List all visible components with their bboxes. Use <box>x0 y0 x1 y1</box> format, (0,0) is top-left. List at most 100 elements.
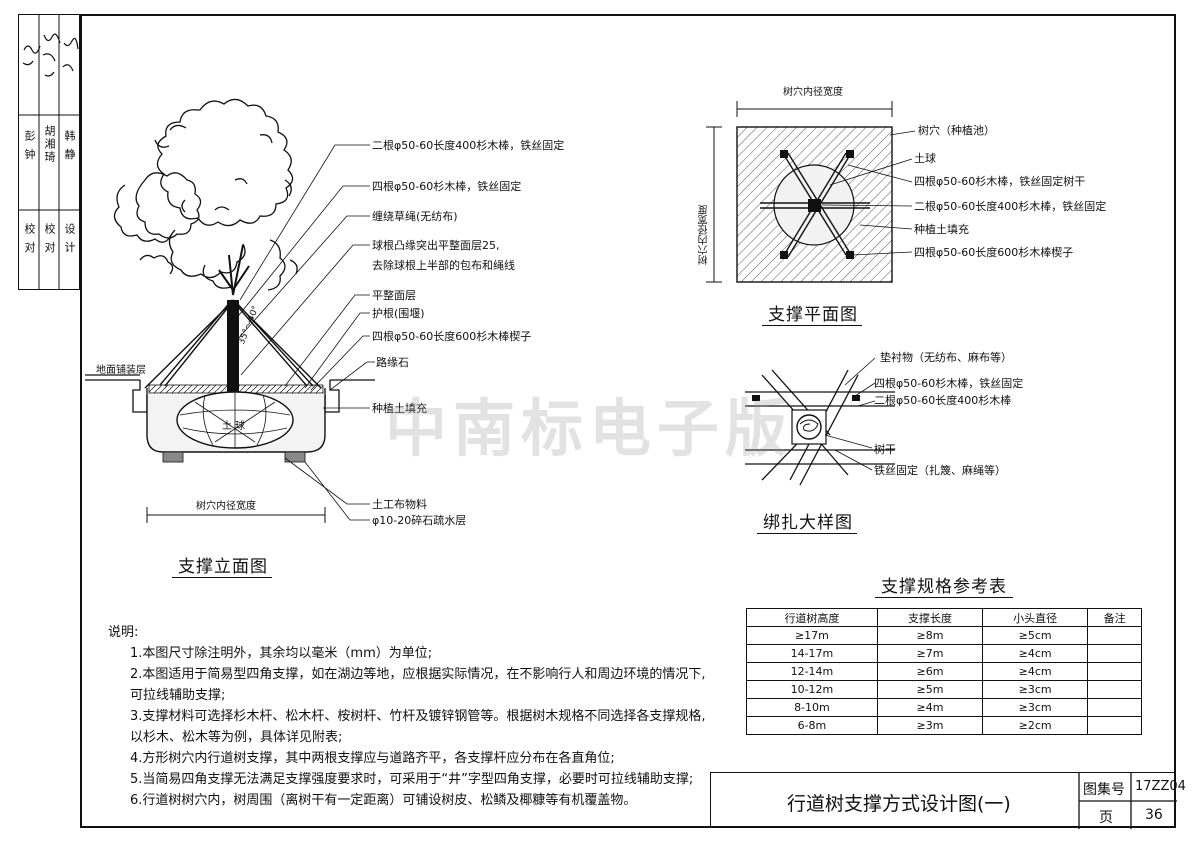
elev-callout-3: 缠绕草绳(无纺布) <box>372 210 458 223</box>
signature-3 <box>62 37 79 72</box>
plan-width-dimension: 树穴内径宽度 <box>783 87 843 98</box>
review-grid <box>19 15 79 289</box>
note-item: 1.本图尺寸除注明外，其余均以毫米（mm）为单位; <box>130 646 433 661</box>
spec-cell <box>1087 698 1142 717</box>
elev-callout-7: 护根(围堰) <box>372 307 425 320</box>
spec-cell <box>1087 716 1142 735</box>
elev-callout-6: 平整面层 <box>372 289 416 302</box>
elevation-title: 支撑立面图 <box>178 557 268 577</box>
note-item: 2.本图适用于简易型四角支撑，如在湖边等地，应根据实际情况，在不影响行人和周边环… <box>130 667 706 682</box>
page-number: 36 <box>1145 807 1163 823</box>
spec-cell: ≥5cm <box>982 626 1089 645</box>
detail-trunk <box>796 414 822 440</box>
atlas-no: 17ZZ04 <box>1135 779 1186 794</box>
atlas-no-label: 图集号 <box>1083 782 1125 798</box>
spec-header: 行道树高度 <box>746 608 878 627</box>
page-label: 页 <box>1099 810 1113 826</box>
detail-callout-2: 四根φ50-60杉木棒，铁丝固定 <box>874 377 1024 390</box>
tree-trunk <box>227 300 239 395</box>
spec-cell: ≥7m <box>876 644 984 663</box>
elevation-title-underline <box>172 577 272 578</box>
detail-callout-1: 垫衬物（无纺布、麻布等） <box>880 351 1012 364</box>
table-row: 12-14m ≥6m ≥4cm <box>746 662 1142 681</box>
plan-title-underline <box>762 325 862 326</box>
title-block: 行道树支撑方式设计图(一) 图集号 17ZZ04 页 36 <box>710 772 1186 829</box>
title-block-grid <box>1078 773 1177 829</box>
spec-cell: ≥4cm <box>982 644 1089 663</box>
spec-cell: ≥8m <box>876 626 984 645</box>
plan-title: 支撑平面图 <box>768 305 858 325</box>
note-item: 以杉木、松木等为例，具体详见附表; <box>130 730 343 745</box>
spec-cell <box>1087 680 1142 699</box>
table-row: 6-8m ≥3m ≥2cm <box>746 716 1142 735</box>
spec-cell: ≥4cm <box>982 662 1089 681</box>
elev-callout-12: φ10-20碎石疏水层 <box>372 514 467 527</box>
detail-title-underline <box>757 533 857 534</box>
elev-callout-9: 路缘石 <box>376 356 409 369</box>
signature-2 <box>42 33 61 77</box>
binding-detail-drawing <box>745 357 895 486</box>
spec-table-title: 支撑规格参考表 <box>881 577 1007 597</box>
plan-callout-1: 树穴（种植池） <box>918 124 995 137</box>
spec-header: 支撑长度 <box>876 608 984 627</box>
table-row: ≥17m ≥8m ≥5cm <box>746 626 1142 645</box>
soil-ball-label: 土 球 <box>222 421 246 432</box>
spec-cell <box>1087 662 1142 681</box>
spec-cell <box>1087 626 1142 645</box>
plan-callout-6: 四根φ50-60长度600杉木棒楔子 <box>914 246 1074 259</box>
support-plan-drawing <box>706 101 916 283</box>
table-row: 8-10m ≥4m ≥3cm <box>746 698 1142 717</box>
spec-cell: ≥17m <box>746 626 878 645</box>
spec-cell: ≥6m <box>876 662 984 681</box>
spec-cell: 12-14m <box>746 662 878 681</box>
signature-1 <box>22 45 41 66</box>
support-elevation-drawing <box>85 98 375 523</box>
plan-height-dimension: 树穴内径宽度 <box>699 205 710 265</box>
note-item: 4.方形树穴内行道树支撑，其中两根支撑应与道路齐平，各支撑杆应分布在各直角位; <box>130 751 615 766</box>
elev-callout-11: 土工布物料 <box>372 498 427 511</box>
spec-cell: 14-17m <box>746 644 878 663</box>
review-name-3: 韩 静 <box>63 130 76 162</box>
table-row: 10-12m ≥5m ≥3cm <box>746 680 1142 699</box>
spec-cell: 10-12m <box>746 680 878 699</box>
review-role-1: 校 对 <box>23 223 36 255</box>
note-item: 6.行道树树穴内，树周围（离树干有一定距离）可铺设树皮、松鳞及椰糠等有机覆盖物。 <box>130 793 637 808</box>
review-name-2: 胡湘琦 <box>43 125 56 164</box>
spec-table-header-row: 行道树高度 支撑长度 小头直径 备注 <box>746 608 1142 627</box>
elev-callout-8: 四根φ50-60长度600杉木棒楔子 <box>372 330 532 343</box>
detail-callout-5: 铁丝固定（扎篾、麻绳等） <box>874 464 1006 477</box>
elev-callout-2: 四根φ50-60杉木棒，铁丝固定 <box>372 180 522 193</box>
notes-heading: 说明: <box>108 625 139 640</box>
note-item: 5.当简易四角支撑无法满足支撑强度要求时，可采用于“井”字型四角支撑，必要时可拉… <box>130 772 694 787</box>
spec-header: 小头直径 <box>982 608 1089 627</box>
review-signature-block: 校 对 校 对 设 计 彭 钟 胡湘琦 韩 静 <box>18 14 80 290</box>
elevation-leaders <box>234 144 375 521</box>
elev-callout-10: 种植土填充 <box>372 402 427 415</box>
spec-cell: ≥2cm <box>982 716 1089 735</box>
sheet-frame <box>80 14 1176 828</box>
spec-table: 行道树高度 支撑长度 小头直径 备注 ≥17m ≥8m ≥5cm 14-17m … <box>746 608 1142 735</box>
watermark: 中南标电子版 <box>385 392 794 465</box>
spec-header: 备注 <box>1087 608 1142 627</box>
elev-callout-1: 二根φ50-60长度400杉木棒，铁丝固定 <box>372 139 565 152</box>
plan-callout-2: 土球 <box>914 152 936 165</box>
elev-callout-4: 球根凸缘突出平整面层25, <box>372 239 500 252</box>
detail-title: 绑扎大样图 <box>763 513 853 533</box>
notes-section: 说明: 1.本图尺寸除注明外，其余均以毫米（mm）为单位; 2.本图适用于简易型… <box>108 622 706 811</box>
spec-cell: ≥5m <box>876 680 984 699</box>
elevation-width-dimension: 树穴内径宽度 <box>196 501 256 512</box>
spec-cell: ≥3cm <box>982 698 1089 717</box>
detail-callout-3: 二根φ50-60长度400杉木棒 <box>874 394 1012 407</box>
tree-crown <box>113 98 298 291</box>
spec-table-title-underline <box>875 597 1013 598</box>
note-item: 可拉线辅助支撑; <box>130 688 226 703</box>
table-row: 14-17m ≥7m ≥4cm <box>746 644 1142 663</box>
note-item: 3.支撑材料可选择杉木杆、松木杆、桉树杆、竹杆及镀锌钢管等。根据树木规格不同选择… <box>130 709 706 724</box>
review-role-2: 校 对 <box>43 223 56 255</box>
drawing-title: 行道树支撑方式设计图(一) <box>787 793 1011 815</box>
review-role-3: 设 计 <box>63 223 76 255</box>
review-name-1: 彭 钟 <box>23 130 36 162</box>
plan-callout-4: 二根φ50-60长度400杉木棒，铁丝固定 <box>914 200 1107 213</box>
plan-callout-3: 四根φ50-60杉木棒，铁丝固定树干 <box>914 175 1086 188</box>
spec-cell: 8-10m <box>746 698 878 717</box>
